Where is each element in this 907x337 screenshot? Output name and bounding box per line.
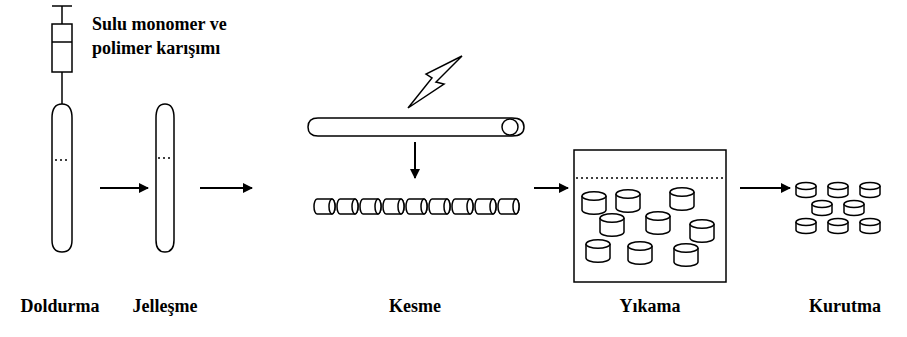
dried-piece <box>860 182 880 189</box>
gel-rod <box>308 118 524 136</box>
cut-piece <box>314 199 335 214</box>
needle <box>61 72 63 104</box>
dried-piece <box>828 182 848 189</box>
cut-piece <box>421 199 427 214</box>
cut-piece <box>352 199 358 214</box>
syringe-barrel <box>52 24 72 72</box>
cut-piece <box>375 199 381 214</box>
washed-piece <box>582 192 606 201</box>
cut-piece <box>467 199 473 214</box>
test-tube <box>156 104 174 252</box>
fill-level <box>55 159 70 161</box>
cutting-energy <box>408 56 462 108</box>
cut-piece <box>475 199 496 214</box>
plunger-head <box>52 41 72 43</box>
washed-piece <box>646 212 670 221</box>
cut-piece <box>444 199 450 214</box>
cut-piece <box>513 199 519 214</box>
cut-piece <box>452 199 473 214</box>
dried-piece <box>828 218 848 225</box>
step-label: Yıkama <box>619 294 680 318</box>
test-tube <box>52 104 72 252</box>
cut-piece <box>383 199 404 214</box>
process-arrow <box>740 187 790 189</box>
process-arrow <box>200 187 252 189</box>
cut-piece <box>498 199 519 214</box>
process-arrow <box>100 187 148 189</box>
washed-piece <box>616 190 640 199</box>
step-label: Doldurma <box>20 294 99 318</box>
step-label: Kurutma <box>809 294 881 318</box>
cut-piece <box>360 199 381 214</box>
washed-piece <box>670 188 694 197</box>
dried-piece <box>844 200 864 207</box>
dried-piece <box>812 200 832 207</box>
gel-level <box>158 157 172 159</box>
cut-piece <box>337 199 358 214</box>
washed-piece <box>600 214 624 223</box>
washed-piece <box>690 220 714 229</box>
wash-bath <box>574 150 726 282</box>
dried-piece <box>796 218 816 225</box>
dried-piece <box>860 218 880 225</box>
cut-piece <box>429 199 450 214</box>
washed-piece <box>674 244 698 253</box>
water-level <box>576 177 724 179</box>
process-arrow <box>414 142 416 178</box>
step-label: Kesme <box>389 294 441 318</box>
material-label: Sulu monomer ve polimer karışımı <box>92 12 242 60</box>
cut-piece <box>329 199 335 214</box>
washed-piece <box>586 240 610 249</box>
tube-end <box>502 119 518 135</box>
washed-piece <box>628 242 652 251</box>
dried-piece <box>796 182 816 189</box>
step-label: Jelleşme <box>133 294 198 318</box>
cut-piece <box>406 199 427 214</box>
process-arrow <box>534 187 568 189</box>
cut-piece <box>490 199 496 214</box>
cut-piece <box>398 199 404 214</box>
